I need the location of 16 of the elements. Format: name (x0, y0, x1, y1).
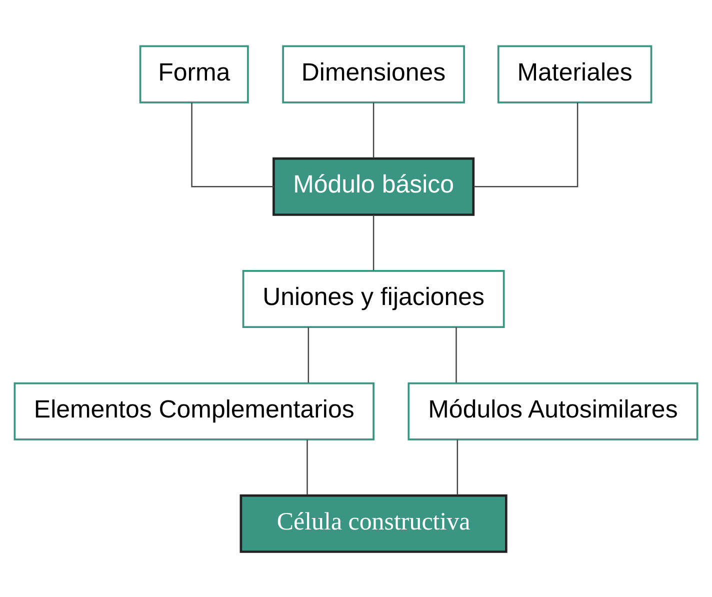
connector (456, 439, 458, 494)
node-box: Módulo básico (272, 156, 475, 216)
node-box: Módulos Autosimilares (408, 382, 698, 440)
node-box: Materiales (497, 44, 652, 103)
node-box: Dimensiones (282, 44, 465, 103)
node-box: Forma (139, 44, 249, 103)
connector (191, 102, 274, 187)
connector (372, 214, 374, 270)
node-box: Célula constructiva (240, 494, 508, 552)
connector (308, 326, 310, 382)
connector (474, 102, 578, 187)
connector (372, 102, 374, 158)
connector (306, 439, 308, 494)
node-box: Elementos Complementarios (14, 382, 374, 440)
connector (456, 326, 457, 382)
node-box: Uniones y fijaciones (242, 269, 505, 328)
